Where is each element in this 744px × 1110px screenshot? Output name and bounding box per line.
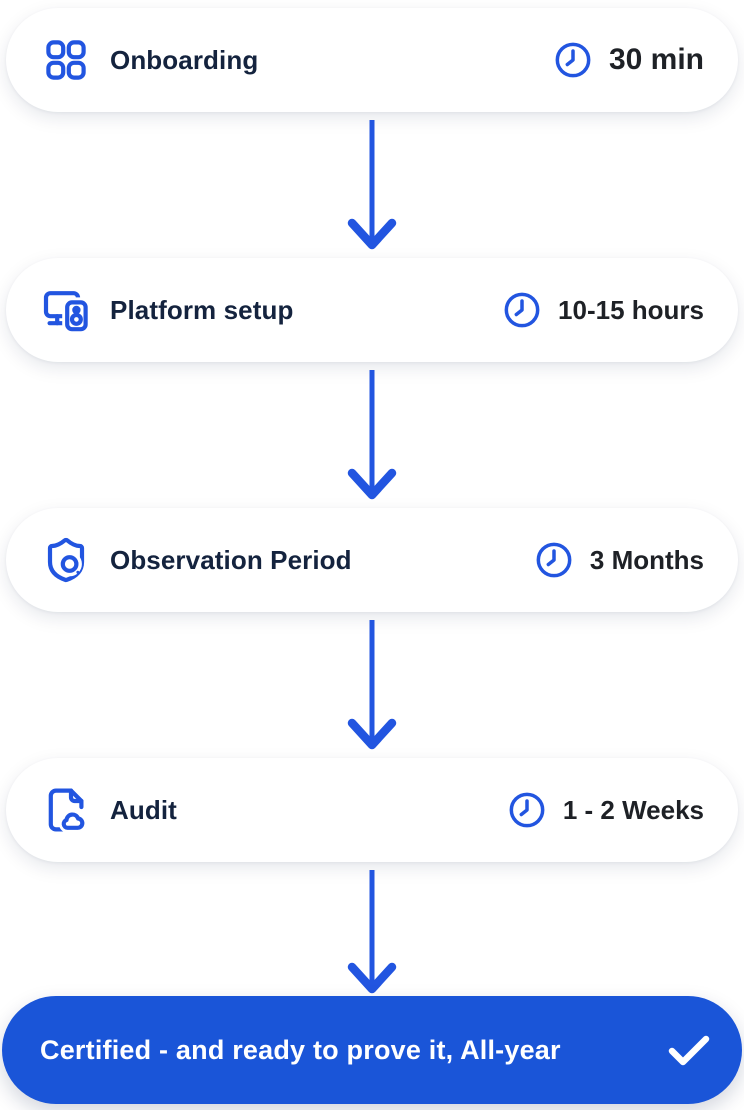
devices-icon (42, 286, 90, 334)
shield-search-icon (42, 536, 90, 584)
clock-icon (502, 290, 542, 330)
clock-icon (534, 540, 574, 580)
step-label: Onboarding (110, 44, 259, 75)
check-icon (666, 1030, 712, 1070)
grid-icon (42, 36, 90, 84)
duration-value: 1 - 2 Weeks (562, 794, 704, 825)
step-duration: 10-15 hours (502, 290, 704, 330)
clock-icon (507, 790, 547, 830)
flow-arrow-down-icon (340, 618, 404, 752)
file-cloud-icon (42, 786, 90, 834)
clock-icon (553, 40, 593, 80)
step-label: Observation Period (110, 544, 352, 575)
step-card-onboarding: Onboarding 30 min (6, 8, 738, 112)
step-duration: 30 min (553, 40, 704, 80)
result-banner-certified: Certified - and ready to prove it, All-y… (2, 996, 742, 1104)
flow-arrow-down-icon (340, 118, 404, 252)
duration-value: 10-15 hours (558, 294, 704, 325)
flow-arrow-down-icon (340, 368, 404, 502)
step-duration: 1 - 2 Weeks (507, 790, 704, 830)
step-card-observation-period: Observation Period 3 Months (6, 508, 738, 612)
step-duration: 3 Months (534, 540, 704, 580)
step-label: Audit (110, 794, 177, 825)
step-card-audit: Audit 1 - 2 Weeks (6, 758, 738, 862)
duration-value: 3 Months (589, 544, 704, 575)
step-card-platform-setup: Platform setup 10-15 hours (6, 258, 738, 362)
step-label: Platform setup (110, 294, 294, 325)
flow-arrow-down-icon (340, 868, 404, 996)
duration-value: 30 min (608, 43, 704, 76)
result-label: Certified - and ready to prove it, All-y… (40, 1034, 561, 1065)
